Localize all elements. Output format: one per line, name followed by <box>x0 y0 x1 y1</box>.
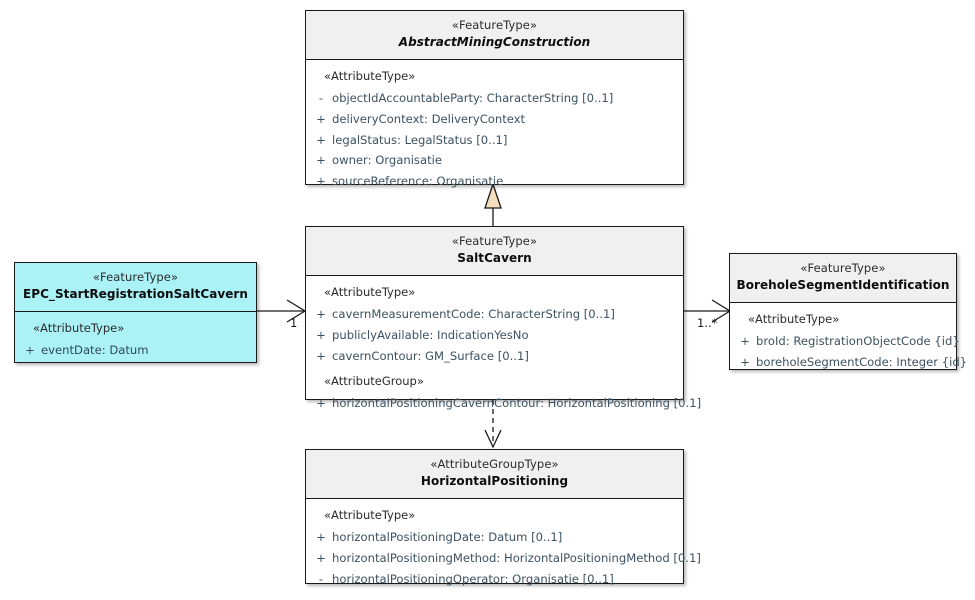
attribute-row: + horizontalPositioningMethod: Horizonta… <box>310 548 701 569</box>
attribute-visibility: + <box>316 132 326 147</box>
attribute-text: owner: Organisatie <box>332 153 442 168</box>
class-body: «AttributeType» + broId: RegistrationObj… <box>730 303 967 382</box>
section-label-attributegroup: «AttributeGroup» <box>324 374 424 389</box>
attribute-visibility: - <box>318 571 324 586</box>
attribute-row: + sourceReference: Organisatie <box>310 171 679 192</box>
attribute-visibility: + <box>316 396 326 411</box>
attribute-row: + horizontalPositioningDate: Datum [0..1… <box>310 527 679 548</box>
class-title: AbstractMiningConstruction <box>398 35 591 50</box>
attribute-text: horizontalPositioningMethod: HorizontalP… <box>332 550 701 565</box>
attribute-row: + publiclyAvailable: IndicationYesNo <box>310 325 679 346</box>
attribute-row: + cavernMeasurementCode: CharacterString… <box>310 304 679 325</box>
attribute-text: deliveryContext: DeliveryContext <box>332 111 526 126</box>
class-body: «AttributeType» + cavernMeasurementCode:… <box>306 276 701 423</box>
class-header: «FeatureType» BoreholeSegmentIdentificat… <box>730 254 956 303</box>
dependency-arrowhead <box>484 429 502 449</box>
section-label-attributetype: «AttributeType» <box>324 508 416 522</box>
attribute-row: + horizontalPositioningCavernContour: Ho… <box>310 393 701 414</box>
attribute-text: legalStatus: LegalStatus [0..1] <box>332 132 508 147</box>
class-box-saltcavern[interactable]: «FeatureType» SaltCavern «AttributeType»… <box>305 226 701 410</box>
class-stereotype: «FeatureType» <box>451 18 538 32</box>
attribute-visibility: + <box>316 153 326 168</box>
class-title: BoreholeSegmentIdentification <box>736 278 950 293</box>
attribute-row: + broId: RegistrationObjectCode {id} <box>734 331 960 352</box>
attribute-row: + deliveryContext: DeliveryContext <box>310 109 679 130</box>
class-body: «AttributeType» - objectIdAccountablePar… <box>306 60 683 200</box>
class-header: «FeatureType» SaltCavern <box>306 227 683 276</box>
class-box-epc-startregistrationsaltcavern[interactable]: «FeatureType» EPC_StartRegistrationSaltC… <box>14 262 257 363</box>
attribute-row: + eventDate: Datum <box>19 340 252 361</box>
class-stereotype: «FeatureType» <box>92 270 179 284</box>
class-title: SaltCavern <box>457 251 532 266</box>
section-label-attributetype: «AttributeType» <box>324 69 416 83</box>
section-label-attributetype: «AttributeType» <box>33 321 125 335</box>
class-stereotype: «FeatureType» <box>800 261 886 275</box>
attribute-visibility: + <box>25 343 35 358</box>
multiplicity-saltcavern-to-borehole: 1..* <box>697 316 718 330</box>
attribute-row: + cavernContour: GM_Surface [0..1] <box>310 346 679 367</box>
class-stereotype: «AttributeGroupType» <box>430 457 559 471</box>
class-box-abstractminingconstruction[interactable]: «FeatureType» AbstractMiningConstruction… <box>305 10 684 188</box>
attribute-visibility: - <box>318 91 324 106</box>
attribute-text: boreholeSegmentCode: Integer {id} <box>756 354 968 369</box>
attribute-text: broId: RegistrationObjectCode {id} <box>756 334 960 349</box>
class-title: HorizontalPositioning <box>420 474 569 489</box>
attribute-visibility: + <box>740 334 750 349</box>
attribute-text: sourceReference: Organisatie <box>332 173 504 188</box>
class-box-horizontalpositioning[interactable]: «AttributeGroupType» HorizontalPositioni… <box>305 449 701 586</box>
attribute-row: + boreholeSegmentCode: Integer {id} <box>734 352 967 373</box>
attribute-row: + legalStatus: LegalStatus [0..1] <box>310 130 679 151</box>
class-header: «FeatureType» EPC_StartRegistrationSaltC… <box>15 263 256 312</box>
attribute-visibility: + <box>316 348 326 363</box>
class-header: «AttributeGroupType» HorizontalPositioni… <box>306 450 683 499</box>
attribute-text: objectIdAccountableParty: CharacterStrin… <box>332 91 614 106</box>
class-box-boreholesegmentidentification[interactable]: «FeatureType» BoreholeSegmentIdentificat… <box>729 253 967 370</box>
class-title: EPC_StartRegistrationSaltCavern <box>22 287 248 302</box>
attribute-row: - horizontalPositioningOperator: Organis… <box>310 569 679 590</box>
attribute-text: horizontalPositioningOperator: Organisat… <box>332 571 614 586</box>
section-label-attributetype: «AttributeType» <box>748 312 840 326</box>
multiplicity-epc-to-saltcavern: 1 <box>290 316 298 330</box>
attribute-visibility: + <box>740 354 750 369</box>
attribute-text: cavernMeasurementCode: CharacterString [… <box>332 307 615 322</box>
class-header: «FeatureType» AbstractMiningConstruction <box>306 11 683 60</box>
attribute-row: - objectIdAccountableParty: CharacterStr… <box>310 88 679 109</box>
class-stereotype: «FeatureType» <box>451 234 538 248</box>
class-body: «AttributeType» + eventDate: Datum <box>15 312 256 370</box>
attribute-text: eventDate: Datum <box>41 343 149 358</box>
attribute-visibility: + <box>316 111 326 126</box>
attribute-text: publiclyAvailable: IndicationYesNo <box>332 327 529 342</box>
attribute-visibility: + <box>316 327 326 342</box>
section-label-attributetype: «AttributeType» <box>324 285 416 299</box>
attribute-text: cavernContour: GM_Surface [0..1] <box>332 348 529 363</box>
attribute-text: horizontalPositioningCavernContour: Hori… <box>332 396 702 411</box>
attribute-row: + owner: Organisatie <box>310 150 679 171</box>
connector-association-epc-saltcavern <box>257 299 307 323</box>
attribute-visibility: + <box>316 550 326 565</box>
attribute-text: horizontalPositioningDate: Datum [0..1] <box>332 530 563 545</box>
attribute-visibility: + <box>316 173 326 188</box>
attribute-visibility: + <box>316 530 326 545</box>
attribute-visibility: + <box>316 307 326 322</box>
class-body: «AttributeType» + horizontalPositioningD… <box>306 499 701 598</box>
